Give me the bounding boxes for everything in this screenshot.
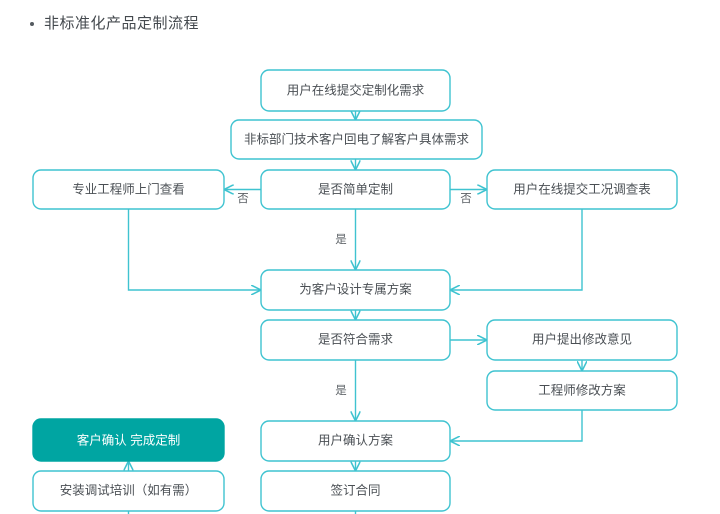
node-box[interactable]: [32, 470, 225, 512]
node-user-confirms-plan[interactable]: 用户确认方案: [260, 420, 451, 462]
node-sign-contract[interactable]: 签订合同: [260, 470, 451, 512]
page-title: 非标准化产品定制流程: [30, 16, 199, 31]
node-department-callback[interactable]: 非标部门技术客户回电了解客户具体需求: [230, 119, 483, 160]
edge-label-no-left: 否: [237, 193, 249, 205]
node-box[interactable]: [32, 418, 225, 462]
node-box[interactable]: [260, 169, 451, 210]
node-box[interactable]: [486, 169, 678, 210]
node-label: 安装调试培训（如有需）: [60, 482, 198, 497]
node-box[interactable]: [32, 169, 225, 210]
edge-survey-form-to-design: [451, 209, 583, 290]
node-engineer-site-visit[interactable]: 专业工程师上门查看: [32, 169, 225, 210]
node-box[interactable]: [230, 119, 483, 160]
edge-label-group: 否 否 是 是: [237, 193, 472, 397]
node-label: 专业工程师上门查看: [72, 181, 185, 196]
node-label: 是否符合需求: [318, 331, 394, 346]
node-submit-survey-form[interactable]: 用户在线提交工况调查表: [486, 169, 678, 210]
edge-label-no-right: 否: [460, 193, 472, 205]
node-label: 非标部门技术客户回电了解客户具体需求: [244, 131, 470, 146]
node-box[interactable]: [260, 269, 451, 311]
node-customer-confirm-complete[interactable]: 客户确认 完成定制: [32, 418, 225, 462]
node-box[interactable]: [260, 470, 451, 512]
page-title-text: 非标准化产品定制流程: [44, 15, 200, 32]
node-label: 用户在线提交工况调查表: [513, 181, 651, 196]
node-box[interactable]: [486, 319, 678, 361]
node-group: 用户在线提交定制化需求 非标部门技术客户回电了解客户具体需求 是否简单定制 专业…: [32, 69, 678, 512]
edge-label-yes-simple: 是: [335, 233, 347, 246]
node-label: 是否简单定制: [318, 181, 393, 196]
node-installation-training[interactable]: 安装调试培训（如有需）: [32, 470, 225, 512]
node-box[interactable]: [260, 69, 451, 112]
node-label: 签订合同: [330, 482, 380, 497]
node-user-feedback[interactable]: 用户提出修改意见: [486, 319, 678, 361]
edge-engineer-visit-to-design: [127, 209, 261, 290]
node-box[interactable]: [260, 319, 451, 361]
node-label: 用户在线提交定制化需求: [287, 82, 425, 97]
node-engineer-revises-plan[interactable]: 工程师修改方案: [486, 370, 678, 411]
node-label: 为客户设计专属方案: [299, 281, 412, 296]
node-label: 客户确认 完成定制: [77, 432, 180, 447]
edge-label-yes-match: 是: [335, 384, 347, 397]
node-submit-request[interactable]: 用户在线提交定制化需求: [260, 69, 451, 112]
node-label: 工程师修改方案: [538, 382, 626, 397]
node-design-custom-solution[interactable]: 为客户设计专属方案: [260, 269, 451, 311]
node-box[interactable]: [260, 420, 451, 462]
node-label: 用户确认方案: [318, 432, 394, 447]
edge-revise-to-confirm: [451, 410, 583, 441]
bullet-dot-icon: [30, 21, 34, 26]
node-box[interactable]: [486, 370, 678, 411]
node-is-simple-customization[interactable]: 是否简单定制: [260, 169, 451, 210]
edge-group: [129, 111, 583, 514]
node-label: 用户提出修改意见: [532, 331, 632, 346]
node-meets-requirements[interactable]: 是否符合需求: [260, 319, 451, 361]
